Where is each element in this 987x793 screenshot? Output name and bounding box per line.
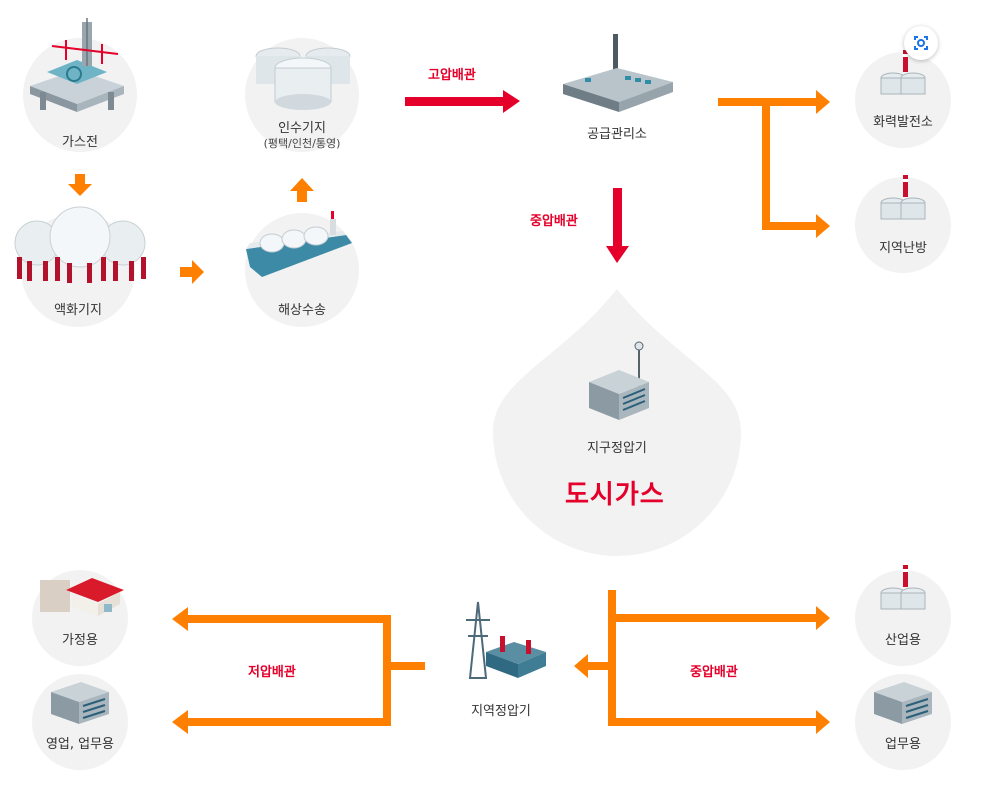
district-governor-label: 지구정압기 — [587, 441, 647, 456]
receiving-base-sublabel: (평택/인천/통영) — [263, 137, 341, 150]
power-plant-icon — [880, 50, 926, 95]
low-pressure-pipe-label: 저압배관 — [248, 665, 296, 680]
receiving-base-label: 인수기지 — [278, 121, 326, 136]
regional-governor-icon — [466, 601, 546, 679]
arrow-transport-to-receiving — [290, 178, 314, 202]
medium-pressure-pipe-label-bottom: 중압배관 — [690, 665, 738, 680]
district-heating-plant-icon — [880, 175, 926, 220]
district-heating-circle — [855, 177, 951, 273]
lng-carrier-ship-icon — [246, 211, 352, 277]
office-label: 업무용 — [885, 737, 921, 752]
high-pressure-arrow — [405, 90, 520, 113]
arrow-gasfield-to-liquefaction — [68, 174, 92, 196]
medium-pressure-branch-arrows — [574, 590, 830, 734]
supply-branch-arrows — [718, 90, 830, 238]
district-heating-label: 지역난방 — [879, 241, 927, 256]
city-gas-drop-shape — [493, 289, 741, 556]
lng-spheres-icon — [14, 206, 146, 283]
regional-governor-label: 지역정압기 — [471, 704, 531, 719]
house-icon — [40, 578, 124, 616]
medium-pressure-pipe-label-top: 중압배관 — [530, 214, 578, 229]
industrial-label: 산업용 — [885, 633, 921, 648]
google-lens-icon — [914, 36, 928, 50]
offshore-rig-icon — [30, 18, 124, 112]
thermal-power-circle — [855, 52, 951, 148]
arrow-liquefaction-to-transport — [180, 260, 204, 284]
office-building-icon — [874, 682, 932, 724]
high-pressure-pipe-label: 고압배관 — [428, 68, 476, 83]
medium-pressure-down-arrow — [606, 188, 629, 263]
city-gas-title: 도시가스 — [565, 480, 665, 510]
sea-transport-label: 해상수송 — [278, 303, 326, 318]
industrial-circle — [855, 570, 951, 666]
gas-field-label: 가스전 — [62, 135, 98, 150]
liquefaction-label: 액화기지 — [54, 303, 102, 318]
google-lens-button[interactable] — [904, 26, 938, 60]
storage-tanks-icon — [255, 47, 351, 110]
business-label: 영업, 업무용 — [45, 737, 115, 752]
supply-station-label: 공급관리소 — [587, 127, 647, 142]
governor-building-icon — [589, 341, 649, 420]
commercial-building-icon — [51, 682, 109, 724]
household-label: 가정용 — [62, 633, 98, 648]
supply-station-icon — [563, 34, 673, 112]
industrial-plant-icon — [880, 565, 926, 610]
thermal-power-label: 화력발전소 — [873, 115, 933, 130]
low-pressure-branch-arrows — [172, 607, 425, 734]
